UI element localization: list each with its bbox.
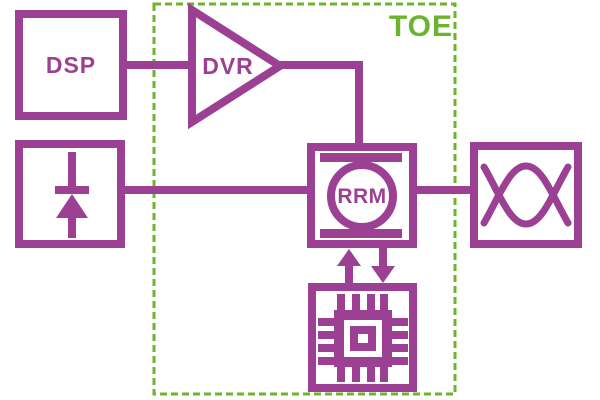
block-rrm-modulator: RRM	[307, 143, 417, 248]
eye-box	[470, 142, 582, 248]
diode-icon	[55, 152, 89, 238]
control-arrows	[337, 246, 395, 285]
eye-diagram-icon	[480, 162, 572, 228]
microchip-icon	[318, 294, 408, 382]
wires	[123, 61, 474, 194]
block-microcontroller	[308, 283, 417, 392]
dvr-label: DVR	[202, 53, 254, 79]
arrow-down-icon	[371, 246, 395, 283]
block-eye-monitor	[470, 142, 582, 248]
toe-container: TOE	[152, 2, 457, 396]
amplifier-triangle-icon	[188, 2, 288, 130]
wire-dvr-to-rrm	[278, 61, 363, 147]
arrow-up-icon	[337, 249, 361, 285]
block-laser-diode	[15, 140, 125, 248]
ring-modulator-icon	[320, 153, 402, 238]
block-dsp: DSP	[15, 10, 127, 120]
block-dvr-driver: DVR	[188, 2, 288, 130]
rrm-label: RRM	[337, 185, 386, 208]
dsp-label: DSP	[46, 52, 96, 78]
dsp-box	[15, 10, 127, 120]
toe-boundary	[152, 2, 457, 396]
toe-label: TOE	[389, 10, 453, 43]
